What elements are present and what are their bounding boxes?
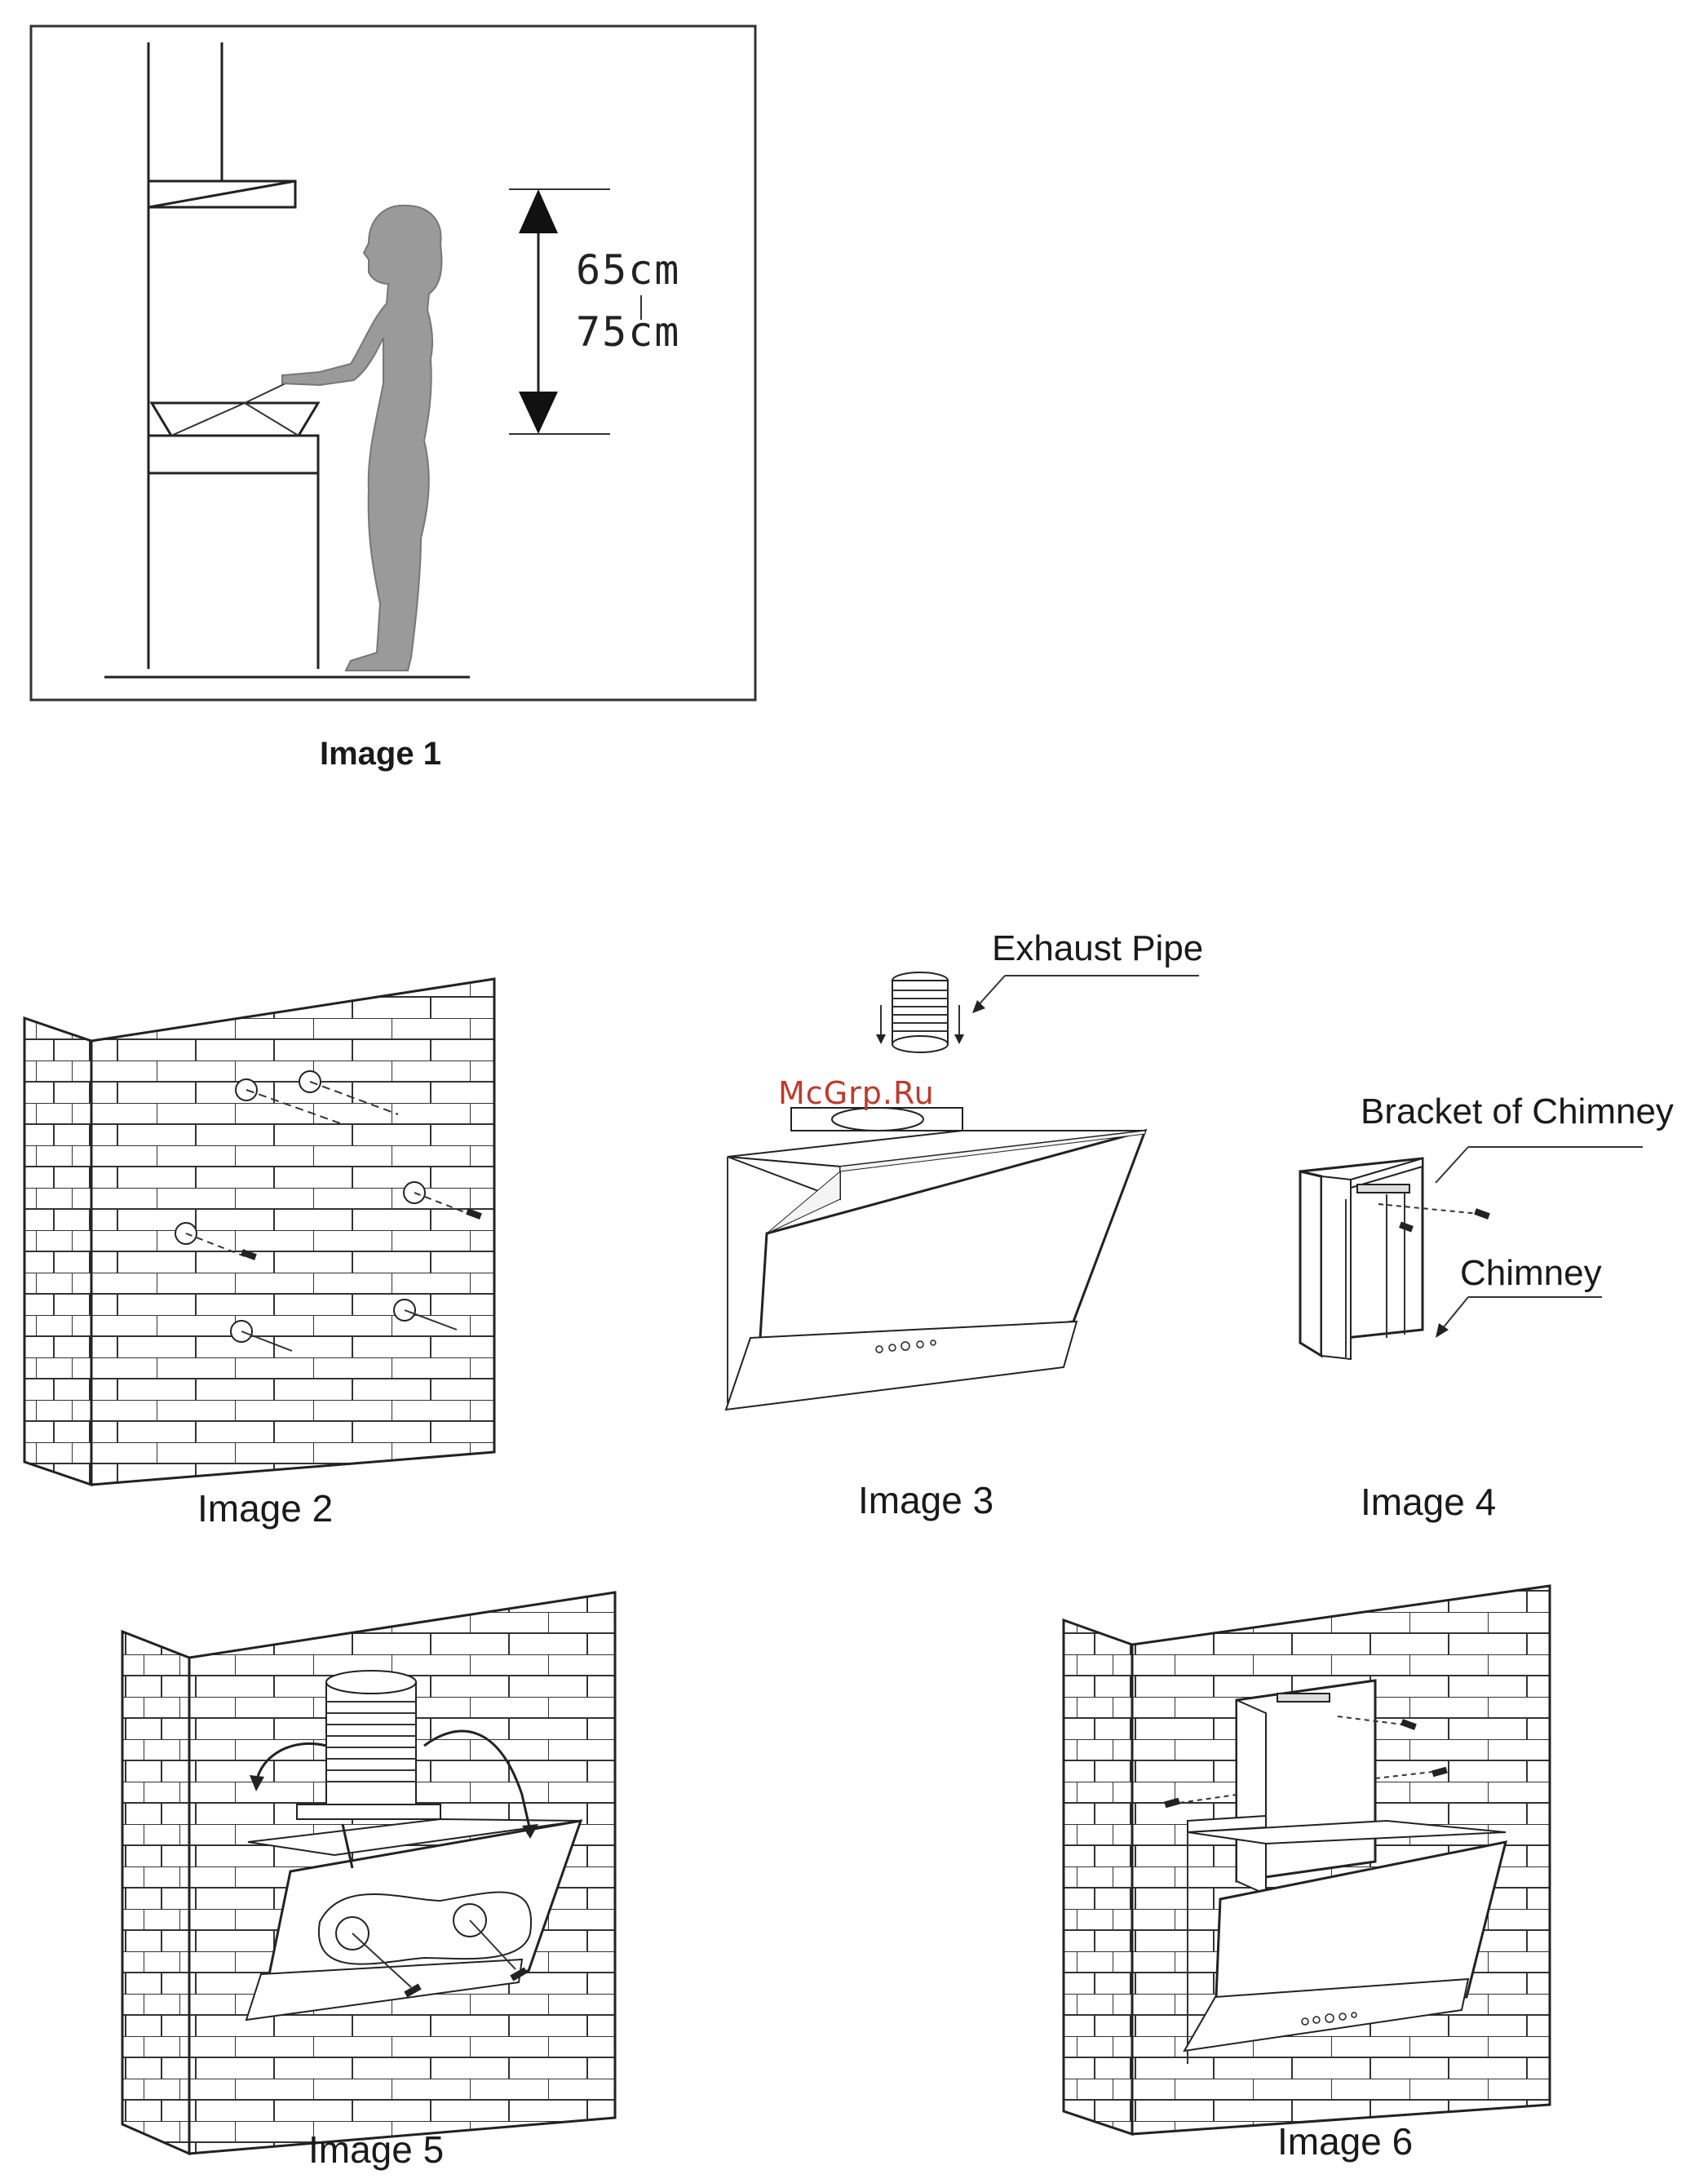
image6-caption: Image 6: [1277, 2119, 1413, 2163]
